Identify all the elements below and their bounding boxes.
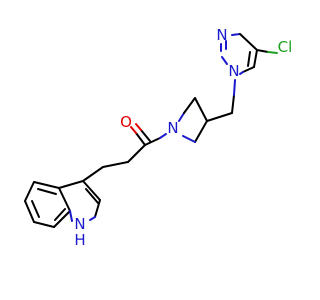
bond	[58, 187, 71, 212]
bond	[140, 129, 151, 142]
bond	[85, 188, 99, 204]
bond	[256, 49, 269, 53]
bond	[130, 126, 137, 134]
bond	[82, 166, 104, 182]
bond	[82, 180, 101, 201]
bond	[69, 210, 73, 222]
bond	[221, 56, 228, 65]
bond	[183, 97, 196, 114]
bond	[24, 200, 35, 223]
bond	[159, 133, 167, 139]
pyrazole-nitrogen-2-label: N	[216, 26, 227, 44]
bond	[127, 144, 146, 163]
bond	[102, 161, 129, 168]
bond	[31, 200, 40, 218]
bond	[58, 180, 84, 189]
bond	[247, 51, 251, 67]
bond	[94, 199, 101, 218]
bond	[89, 216, 96, 221]
bond	[253, 49, 258, 68]
bond	[135, 123, 142, 131]
bonds	[24, 33, 278, 228]
bond	[231, 94, 235, 114]
bond	[178, 112, 185, 122]
bond	[135, 132, 146, 146]
pyrazole-nitrogen-1-label: N	[228, 62, 239, 80]
bond	[206, 112, 233, 122]
azetidine-nitrogen-label: N	[167, 119, 178, 137]
bond	[33, 181, 60, 189]
structure-svg: O N N N Cl N H	[24, 26, 292, 249]
atom-labels: O N N N Cl N H	[74, 26, 292, 249]
indole-nitrogen-label: N	[74, 215, 85, 233]
bond	[231, 33, 241, 36]
bond	[53, 210, 71, 228]
bond	[144, 137, 161, 146]
bond	[233, 79, 236, 96]
bond	[37, 188, 57, 195]
bond	[33, 221, 55, 228]
bond	[242, 66, 255, 73]
bond	[267, 51, 278, 54]
bond	[54, 208, 66, 221]
oxygen-atom-label: O	[120, 113, 132, 131]
molecule-structure-diagram: O N N N Cl N H	[24, 26, 292, 249]
bond	[194, 97, 208, 122]
bond	[182, 135, 196, 143]
bond	[194, 120, 208, 143]
indole-hydrogen-label: H	[74, 231, 85, 249]
bond	[239, 71, 244, 75]
chlorine-atom-label: Cl	[278, 38, 293, 56]
bond	[24, 181, 35, 202]
bond	[239, 33, 258, 51]
